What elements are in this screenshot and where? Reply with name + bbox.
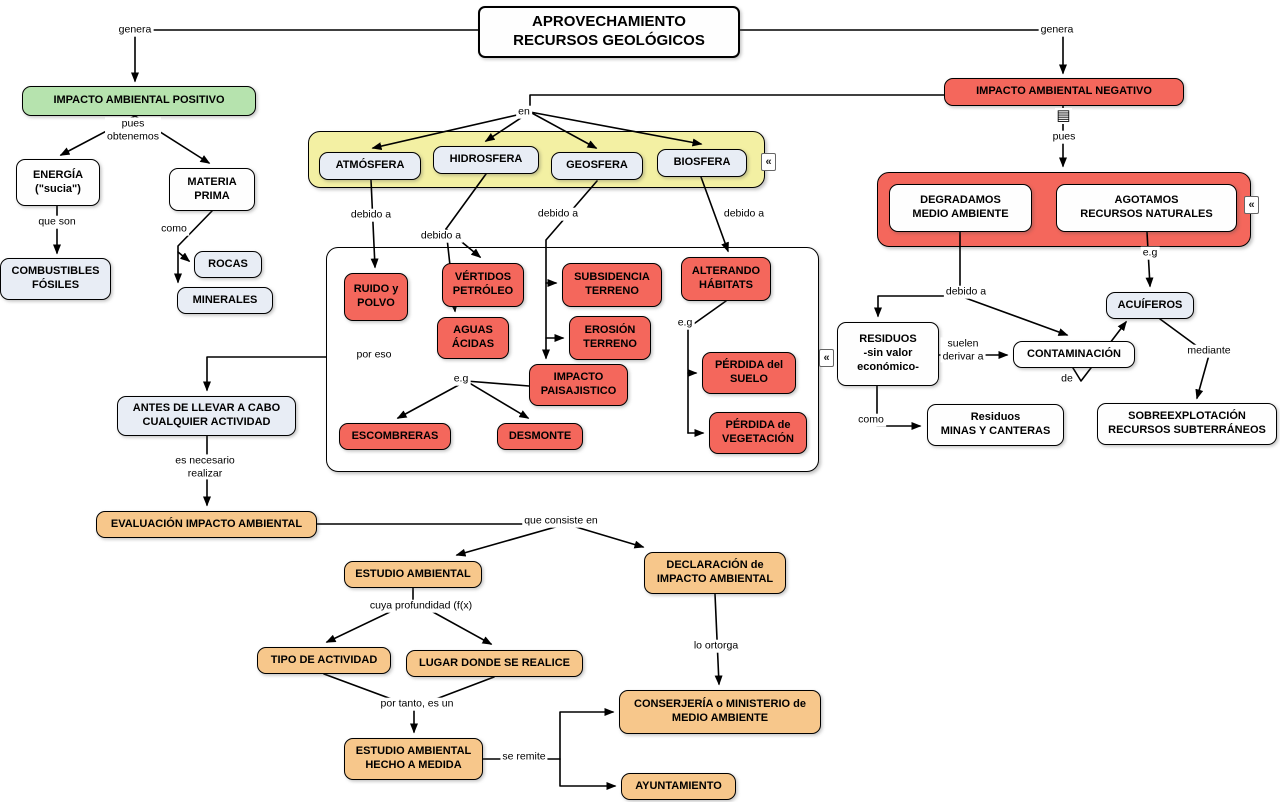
node-degradamos-medio-ambiente[interactable]: DEGRADAMOS MEDIO AMBIENTE [889, 184, 1032, 232]
node-alterando-habitats[interactable]: ALTERANDO HÁBITATS [681, 257, 771, 301]
link-label-es-necesario-realizar[interactable]: es necesario realizar [173, 454, 237, 480]
node-residuos-minas-canteras[interactable]: Residuos MINAS Y CANTERAS [927, 404, 1064, 446]
link-label-eg[interactable]: e.g [675, 316, 695, 330]
node-contaminacion[interactable]: CONTAMINACIÓN [1013, 341, 1135, 368]
node-impacto-ambiental-positivo[interactable]: IMPACTO AMBIENTAL POSITIVO [22, 86, 256, 116]
link-label-pues-obtenemos[interactable]: pues obtenemos [105, 117, 161, 143]
link-label-debido-a[interactable]: debido a [348, 208, 394, 222]
link-label-que-son[interactable]: que son [36, 215, 78, 229]
link-label-que-consiste-en[interactable]: que consiste en [522, 514, 600, 528]
link-label-como[interactable]: como [159, 222, 189, 236]
node-tipo-de-actividad[interactable]: TIPO DE ACTIVIDAD [257, 647, 391, 674]
link-label-como[interactable]: como [856, 413, 886, 427]
node-impacto-paisajistico[interactable]: IMPACTO PAISAJISTICO [529, 364, 628, 406]
link-label-en[interactable]: en [516, 105, 532, 119]
node-geosfera[interactable]: GEOSFERA [551, 152, 643, 180]
node-impacto-ambiental-negativo[interactable]: IMPACTO AMBIENTAL NEGATIVO [944, 78, 1184, 106]
node-energia-sucia[interactable]: ENERGÍA ("sucia") [16, 159, 100, 206]
node-perdida-del-suelo[interactable]: PÉRDIDA del SUELO [702, 352, 796, 394]
link-label-por-eso[interactable]: por eso [354, 348, 394, 362]
node-erosion-terreno[interactable]: EROSIÓN TERRENO [569, 316, 651, 360]
link-label-cuya-profundidad[interactable]: cuya profundidad (f(x) [367, 599, 475, 613]
link-label-se-remite[interactable]: se remite [500, 750, 548, 764]
link-label-debido-a[interactable]: debido a [418, 229, 464, 243]
node-combustibles-fosiles[interactable]: COMBUSTIBLES FÓSILES [0, 258, 111, 300]
node-materia-prima[interactable]: MATERIA PRIMA [169, 168, 255, 211]
link-label-eg[interactable]: e.g [1140, 246, 1160, 260]
resource-icon[interactable]: ▤ [1055, 107, 1072, 124]
link-label-debido-a[interactable]: debido a [535, 207, 581, 221]
node-antes-de-llevar-a-cabo[interactable]: ANTES DE LLEVAR A CABO CUALQUIER ACTIVID… [117, 396, 296, 436]
node-ruido-y-polvo[interactable]: RUIDO y POLVO [344, 273, 408, 321]
node-desmonte[interactable]: DESMONTE [497, 423, 583, 450]
link-label-lo-ortorga[interactable]: lo ortorga [691, 639, 741, 653]
node-conserjeria-ministerio[interactable]: CONSERJERÍA o MINISTERIO de MEDIO AMBIEN… [619, 690, 821, 734]
link-label-genera[interactable]: genera [1038, 23, 1076, 37]
link-label-de[interactable]: de [1059, 372, 1075, 386]
collapse-chevron-icon[interactable]: « [761, 153, 776, 171]
node-aprovechamiento[interactable]: APROVECHAMIENTO RECURSOS GEOLÓGICOS [478, 6, 740, 58]
collapse-chevron-icon[interactable]: « [819, 349, 834, 367]
node-ayuntamiento[interactable]: AYUNTAMIENTO [621, 773, 736, 800]
link-label-debido-a[interactable]: debido a [721, 207, 767, 221]
node-declaracion-impacto-ambiental[interactable]: DECLARACIÓN de IMPACTO AMBIENTAL [644, 552, 786, 594]
node-rocas[interactable]: ROCAS [194, 251, 262, 278]
node-minerales[interactable]: MINERALES [177, 287, 273, 314]
node-residuos-sin-valor[interactable]: RESIDUOS -sin valor económico- [837, 322, 939, 386]
node-biosfera[interactable]: BIOSFERA [657, 149, 747, 177]
link-label-pues[interactable]: pues [1050, 130, 1078, 144]
collapse-chevron-icon[interactable]: « [1244, 196, 1259, 214]
link-label-debido-a[interactable]: debido a [943, 285, 989, 299]
node-atmosfera[interactable]: ATMÓSFERA [319, 152, 421, 180]
node-sobreexplotacion-subterraneos[interactable]: SOBREEXPLOTACIÓN RECURSOS SUBTERRÁNEOS [1097, 403, 1277, 445]
link-label-genera[interactable]: genera [116, 23, 154, 37]
link-label-suelen-derivar-a[interactable]: suelen derivar a [940, 337, 986, 363]
node-acuiferos[interactable]: ACUÍFEROS [1106, 292, 1194, 319]
node-estudio-ambiental-a-medida[interactable]: ESTUDIO AMBIENTAL HECHO A MEDIDA [344, 738, 483, 780]
node-perdida-de-vegetacion[interactable]: PÉRDIDA de VEGETACIÓN [709, 412, 807, 454]
node-hidrosfera[interactable]: HIDROSFERA [433, 146, 539, 174]
node-vertidos-petroleo[interactable]: VÉRTIDOS PETRÓLEO [442, 263, 524, 307]
link-label-por-tanto-es-un[interactable]: por tanto, es un [378, 697, 456, 711]
node-evaluacion-impacto-ambiental[interactable]: EVALUACIÓN IMPACTO AMBIENTAL [96, 511, 317, 538]
node-lugar-donde-se-realice[interactable]: LUGAR DONDE SE REALICE [406, 650, 583, 677]
link-label-eg[interactable]: e.g [451, 372, 471, 386]
node-escombreras[interactable]: ESCOMBRERAS [339, 423, 451, 450]
node-estudio-ambiental[interactable]: ESTUDIO AMBIENTAL [344, 561, 482, 588]
link-label-mediante[interactable]: mediante [1185, 344, 1233, 358]
node-agotamos-recursos-naturales[interactable]: AGOTAMOS RECURSOS NATURALES [1056, 184, 1237, 232]
node-aguas-acidas[interactable]: AGUAS ÁCIDAS [437, 317, 509, 359]
node-subsidencia-terreno[interactable]: SUBSIDENCIA TERRENO [562, 263, 662, 307]
